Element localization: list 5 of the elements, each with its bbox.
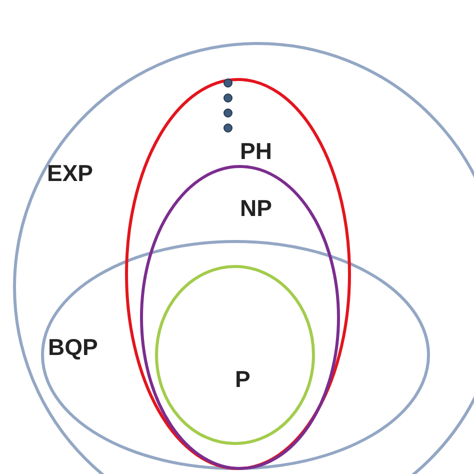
class-label: EXP (47, 162, 94, 185)
class-label: P (235, 368, 250, 391)
class-label: NP (240, 197, 272, 220)
class-label: BQP (48, 336, 98, 359)
class-label: PH (240, 140, 272, 163)
